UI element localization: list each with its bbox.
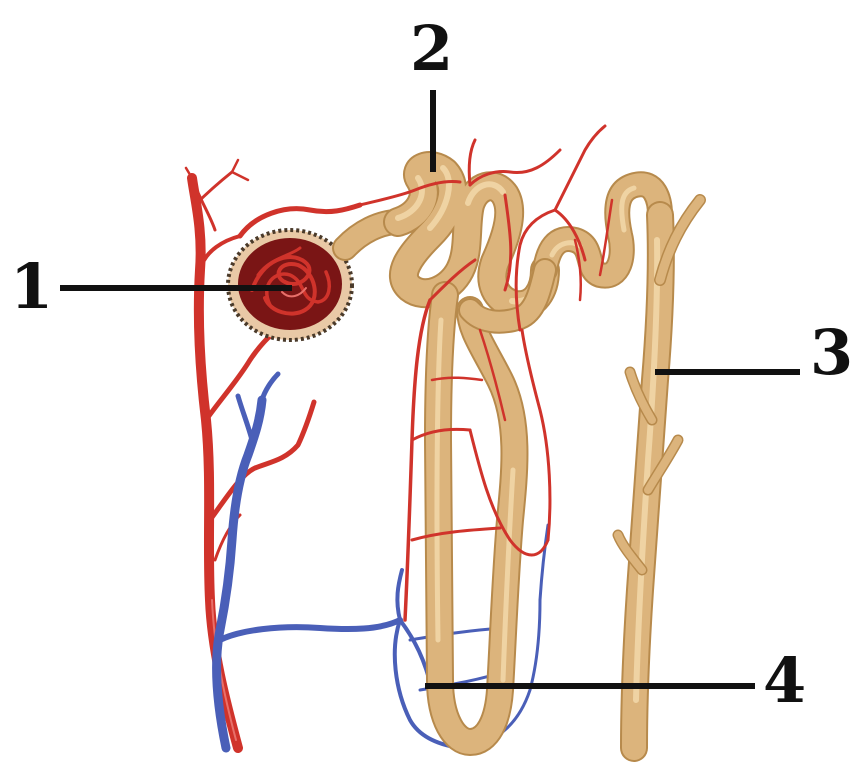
renal-tubule	[345, 166, 660, 742]
label-2: 2	[410, 12, 453, 85]
label-4: 4	[763, 644, 806, 717]
label-3: 3	[810, 316, 853, 389]
collecting-duct	[618, 200, 700, 748]
label-1: 1	[10, 250, 53, 323]
